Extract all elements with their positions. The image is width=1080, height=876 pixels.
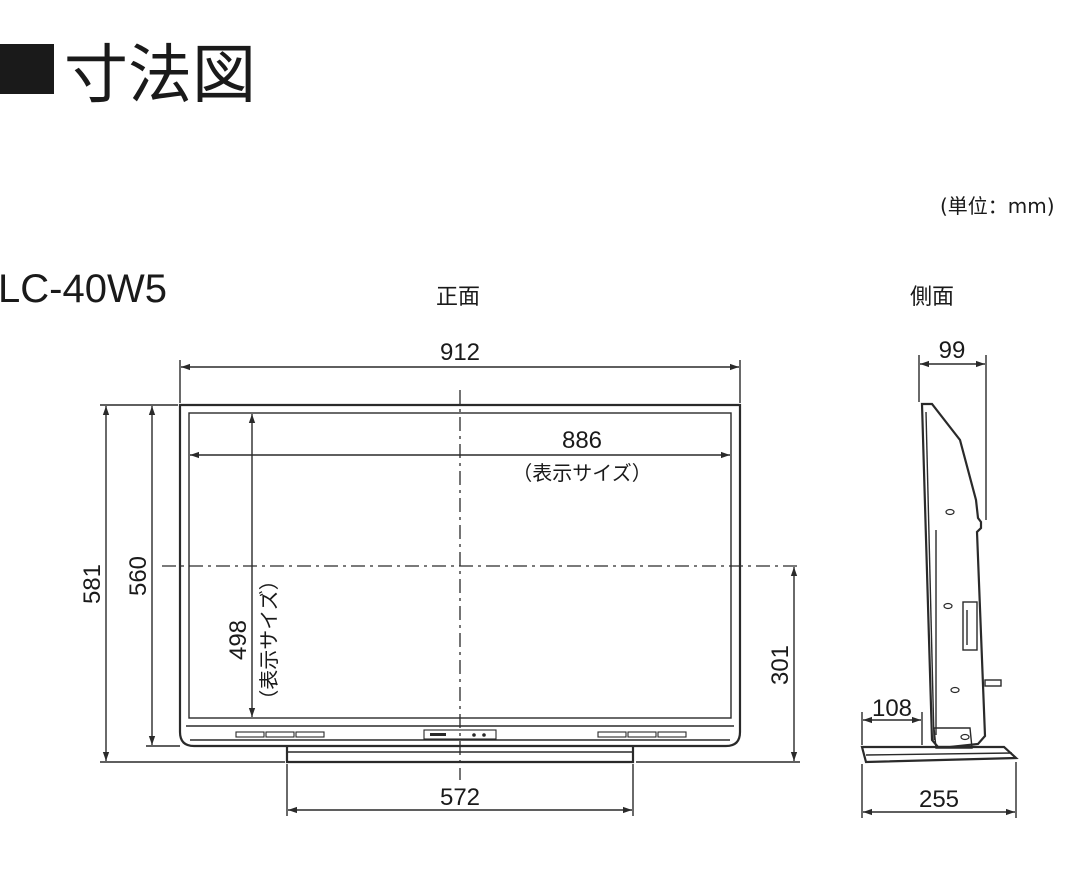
display-width-note: （表示サイズ） xyxy=(512,461,651,485)
dim-overall-height: 581 xyxy=(79,564,106,604)
heading-marker xyxy=(0,44,54,94)
front-indicator-panel xyxy=(423,729,497,740)
screw-hole xyxy=(950,686,960,694)
tv-side-profile xyxy=(920,402,987,749)
dim-stand-depth: 255 xyxy=(919,786,959,813)
front-view: 912 886 （表示サイズ） 581 560 498 （表示サイズ） 301 … xyxy=(79,339,800,816)
speaker-left xyxy=(235,731,325,738)
side-stand-base xyxy=(860,745,1019,764)
front-view-label: 正面 xyxy=(436,285,480,310)
side-view-label: 側面 xyxy=(910,285,954,310)
page-title: 寸法図 xyxy=(64,39,256,113)
side-connector xyxy=(984,679,1002,687)
dim-display-width: 886 xyxy=(562,427,602,454)
side-view: 99 108 255 xyxy=(860,337,1019,818)
unit-note: (単位：mm) xyxy=(940,194,1055,218)
dim-depth: 99 xyxy=(939,337,966,364)
display-height-note: （表示サイズ） xyxy=(257,570,281,709)
speaker-right xyxy=(597,731,687,738)
dim-display-height: 498 xyxy=(225,620,252,660)
stand-pivot xyxy=(960,733,970,741)
dim-center-height: 301 xyxy=(767,645,794,685)
dim-body-height: 560 xyxy=(125,556,152,596)
dim-overall-width: 912 xyxy=(440,339,480,366)
tv-outer-outline xyxy=(178,403,742,748)
screw-hole xyxy=(943,602,953,610)
side-bracket xyxy=(962,601,978,651)
dim-stand-offset: 108 xyxy=(872,695,912,722)
dim-stand-width: 572 xyxy=(440,784,480,811)
tv-side-inner-line xyxy=(925,411,935,741)
stand-base-line xyxy=(865,752,1013,756)
screw-hole xyxy=(945,508,955,516)
model-name: LC-40W5 xyxy=(0,267,167,311)
